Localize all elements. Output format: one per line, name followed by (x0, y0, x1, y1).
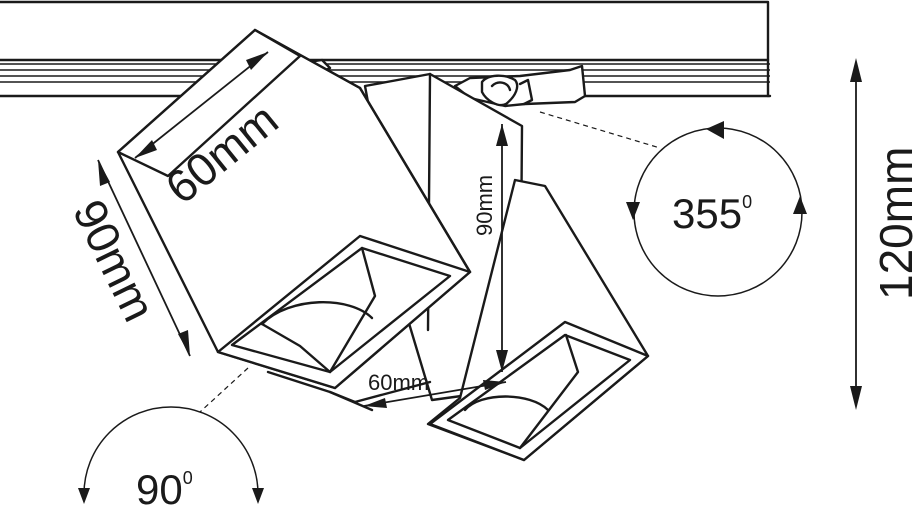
rotation-tilt-label: 900 (136, 466, 193, 507)
rotation-horizontal-degree: 0 (742, 192, 752, 212)
overall-height-label: 120mm (870, 147, 913, 300)
rotation-horizontal: 3550 (539, 111, 807, 297)
back-height-label: 90mm (472, 175, 497, 236)
dimension-back-width: 60mm (363, 370, 507, 408)
rotation-tilt: 900 (78, 367, 264, 507)
dimension-overall-height: 120mm (850, 58, 913, 410)
dimension-back-height: 90mm (472, 124, 508, 372)
rotation-horizontal-label: 3550 (672, 190, 752, 237)
rotation-tilt-degree: 0 (183, 468, 193, 488)
spotlight-back (363, 72, 650, 462)
back-width-label: 60mm (368, 370, 429, 395)
track-adapter (453, 64, 587, 108)
spotlight-front (116, 28, 472, 412)
